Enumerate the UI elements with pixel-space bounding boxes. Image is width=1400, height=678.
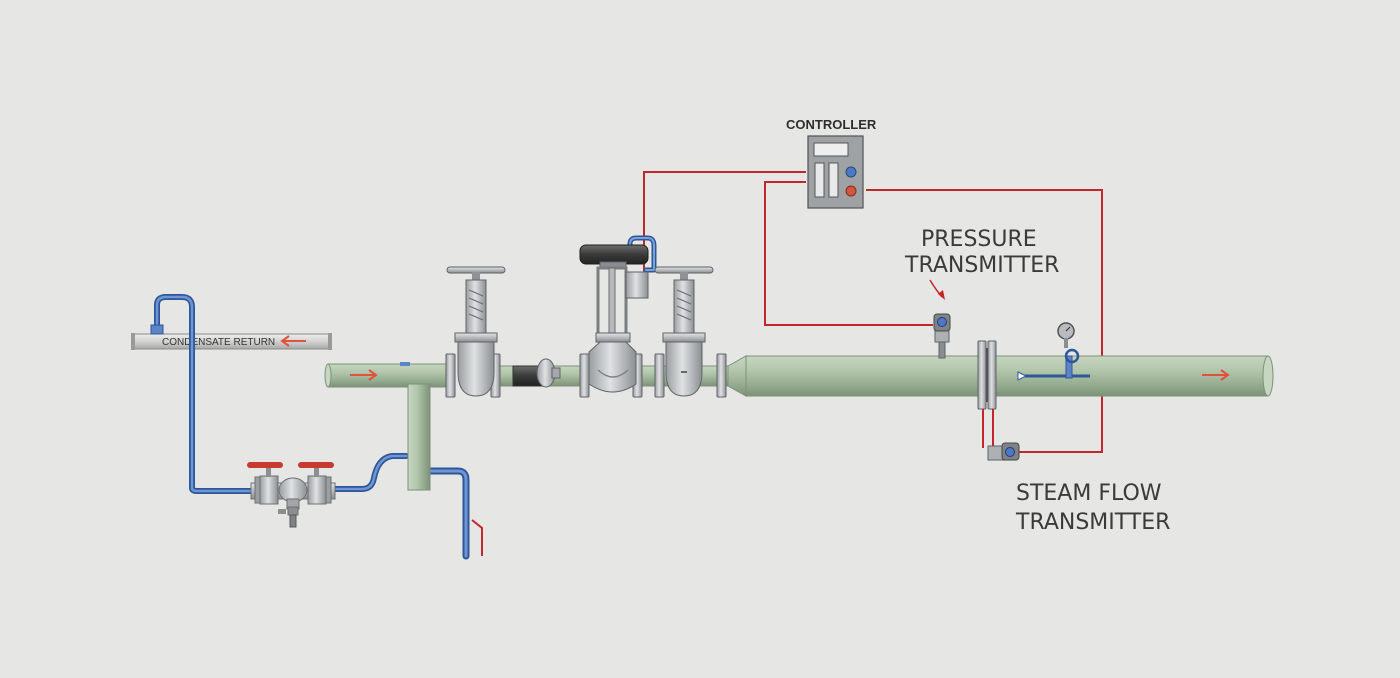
condensate-lines	[154, 235, 657, 560]
controller-bar-left	[814, 162, 825, 198]
condensate-line-drip-leg-to-trap	[327, 453, 409, 492]
condensate-tap-fitting	[150, 324, 164, 335]
trap-isolation-valve-left[interactable]	[259, 475, 279, 505]
pointer-arrow-icon	[929, 279, 945, 300]
condensate-line-trap-to-return	[154, 294, 258, 494]
trap-valve-handle-left-icon[interactable]	[247, 462, 283, 468]
steam-flow-transmitter[interactable]	[987, 442, 1020, 461]
controller-bar-right	[828, 162, 839, 198]
pressure-control-valve[interactable]	[579, 244, 649, 393]
orifice-flow-element	[977, 340, 997, 448]
drip-leg	[407, 383, 431, 491]
condensate-return-pipe: CONDENSATE RETURN	[131, 333, 332, 350]
steam-flow-transmitter-label-line1: STEAM FLOW	[1016, 481, 1162, 506]
controller-label: CONTROLLER	[786, 117, 877, 132]
pressure-transmitter[interactable]	[933, 313, 951, 359]
steam-trap-station	[247, 462, 336, 528]
trap-valve-handle-right-icon[interactable]	[298, 462, 334, 468]
controller-display	[813, 142, 849, 157]
flow-arrow-right-outlet-icon	[1202, 369, 1230, 381]
wire-drain-sensor	[471, 519, 483, 556]
strainer	[512, 358, 561, 388]
trap-isolation-valve-right[interactable]	[307, 475, 327, 505]
flow-arrow-right-icon	[350, 369, 378, 381]
condensate-return-label: CONDENSATE RETURN	[162, 337, 275, 348]
control-valve-actuator[interactable]	[579, 244, 649, 265]
controller-unit[interactable]	[807, 135, 864, 209]
isolation-valve-upstream[interactable]	[446, 266, 506, 397]
flow-arrow-left-icon	[280, 335, 306, 347]
valve-positioner[interactable]	[625, 271, 649, 299]
wire-controller-to-flow-transmitter	[866, 189, 1103, 453]
isolation-valve-downstream[interactable]	[654, 266, 714, 397]
controller-red-button[interactable]	[845, 185, 857, 197]
condensate-line-drain	[426, 467, 470, 560]
steam-flow-transmitter-label-line2: TRANSMITTER	[1015, 510, 1170, 535]
pressure-gauge-assembly	[1017, 322, 1090, 381]
pipe-expander	[727, 355, 747, 397]
controller-blue-button[interactable]	[845, 166, 857, 178]
wire-controller-to-pressure-transmitter	[764, 181, 933, 326]
pressure-transmitter-label-line2: TRANSMITTER	[904, 253, 1059, 278]
steam-trap-body	[278, 477, 308, 503]
pressure-transmitter-label-line1: PRESSURE	[921, 227, 1037, 252]
